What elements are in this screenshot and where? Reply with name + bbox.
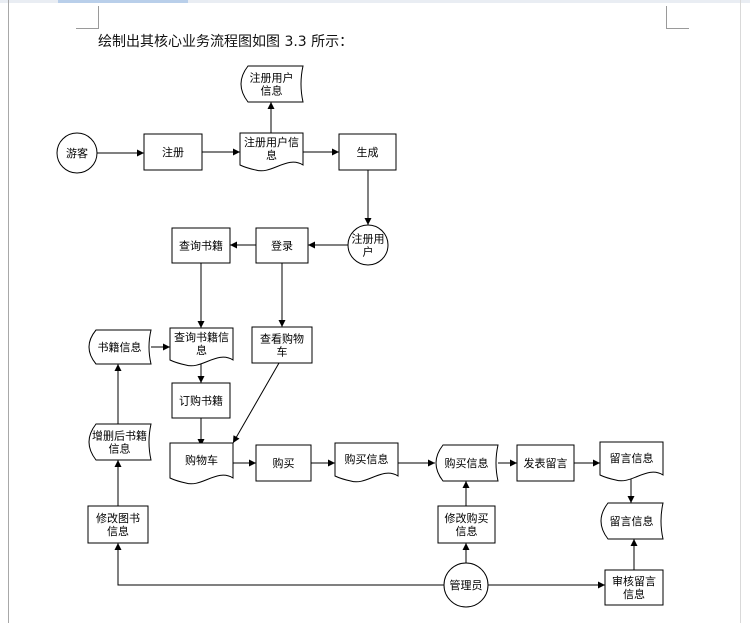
node-label: 户	[363, 245, 374, 259]
node-order-books: 订购书籍	[171, 382, 231, 419]
node-cart: 购物车	[169, 442, 234, 485]
node-label: 购买信息	[345, 452, 389, 466]
node-label: 注册用户	[250, 71, 294, 85]
node-label: 信息	[623, 587, 645, 601]
flow-arrow	[232, 362, 280, 444]
node-label: 留言信息	[610, 451, 654, 465]
node-visitor: 游客	[56, 132, 98, 174]
flow-nodes: 游客注册注册用户信息注册用户信息生成注册用户登录查询书籍书籍信息查询书籍信息查看…	[56, 65, 664, 608]
node-label: 购物车	[185, 453, 218, 467]
node-label: 书籍信息	[98, 340, 142, 354]
node-label: 游客	[66, 146, 88, 160]
node-message-info-2: 留言信息	[600, 502, 664, 540]
node-label: 订购书籍	[179, 394, 223, 408]
node-label: 注册用	[352, 232, 385, 246]
node-label: 发表留言	[524, 456, 568, 470]
margin-corner-mark-right	[666, 6, 689, 29]
node-generate: 生成	[338, 133, 397, 171]
node-label: 增删后书籍	[92, 429, 147, 443]
top-ruler	[0, 0, 750, 3]
node-label: 购买	[273, 456, 295, 470]
node-label: 信息	[261, 84, 283, 98]
node-admin: 管理员	[443, 562, 489, 608]
node-book-info: 书籍信息	[88, 329, 152, 365]
node-label: 审核留言	[612, 574, 656, 588]
node-label: 查询书籍	[179, 239, 223, 253]
top-ruler-highlight	[58, 0, 188, 3]
node-buy-info-2: 购买信息	[435, 444, 499, 482]
node-label: 注册用户信	[244, 135, 299, 149]
node-label: 查看购物	[260, 332, 304, 346]
node-buy-info-1: 购买信息	[334, 442, 399, 483]
node-label: 购买信息	[445, 456, 489, 470]
node-label: 管理员	[450, 578, 483, 592]
node-label: 信息	[109, 442, 131, 456]
node-label: 修改图书	[96, 511, 140, 525]
node-label: 查询书籍信	[174, 330, 229, 344]
page-right-edge	[740, 0, 741, 623]
margin-corner-mark-left	[76, 6, 99, 29]
node-login: 登录	[255, 227, 309, 264]
node-label: 信息	[107, 524, 129, 538]
flow-arrow	[114, 543, 444, 586]
page-left-border	[8, 0, 9, 623]
node-label: 车	[277, 345, 288, 359]
node-reg-user: 注册用户	[347, 224, 389, 266]
node-label: 登录	[271, 239, 293, 253]
node-label: 修改购买	[445, 511, 489, 525]
node-label: 生成	[357, 145, 379, 159]
node-post-message: 发表留言	[516, 444, 575, 482]
node-label: 信息	[456, 524, 478, 538]
node-label: 息	[196, 343, 207, 357]
node-buy: 购买	[255, 444, 312, 482]
node-label: 留言信息	[610, 514, 654, 528]
node-register: 注册	[143, 133, 203, 171]
node-query-books: 查询书籍	[171, 227, 231, 264]
flow-connectors	[97, 102, 638, 589]
node-label: 注册	[162, 145, 184, 159]
node-label: 息	[266, 148, 277, 162]
document-caption: 绘制出其核心业务流程图如图 3.3 所示：	[98, 34, 354, 50]
node-message-info-1: 留言信息	[599, 441, 664, 482]
